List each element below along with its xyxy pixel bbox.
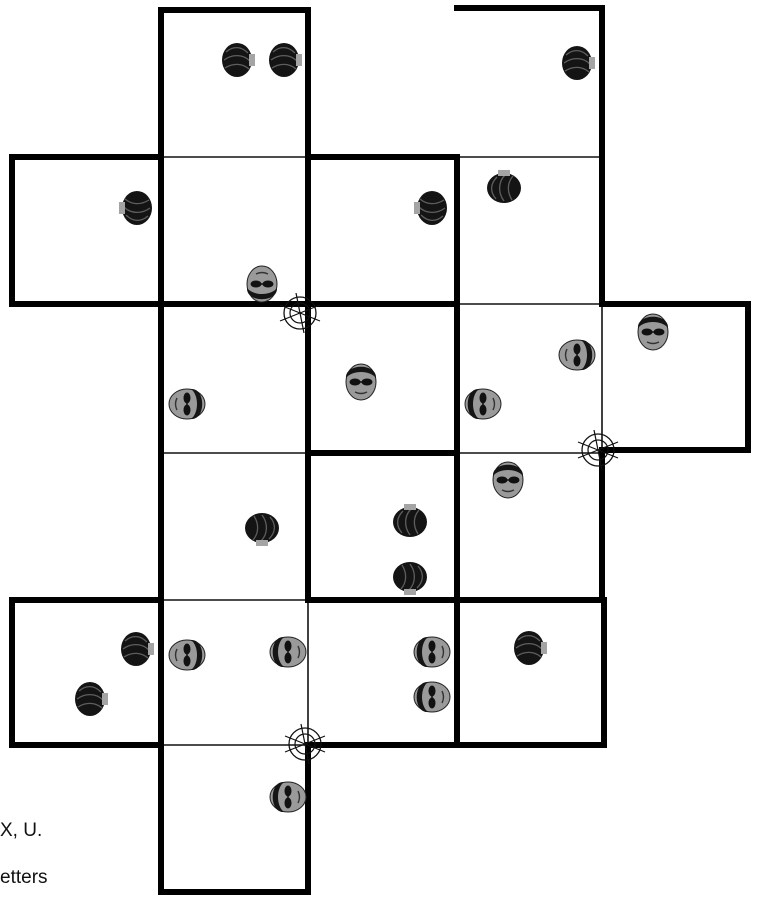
head-sunglasses-icon <box>270 782 306 812</box>
region-h-wall <box>12 600 161 745</box>
head-sunglasses-icon <box>493 462 523 498</box>
head-sunglasses-icon <box>169 640 205 670</box>
head-sunglasses-icon <box>247 266 277 302</box>
head-sunglasses-icon <box>414 637 450 667</box>
head-back-icon <box>119 191 152 225</box>
region-g-wall <box>308 453 457 600</box>
head-back-icon <box>393 504 427 537</box>
head-back-icon <box>245 513 279 546</box>
crosshair-target-icon <box>280 293 320 333</box>
head-back-icon <box>414 191 447 225</box>
head-back-icon <box>75 682 108 716</box>
caption-line-3: X, U. <box>0 820 42 842</box>
head-back-icon <box>393 562 427 595</box>
head-sunglasses-icon <box>638 314 668 350</box>
head-sunglasses-icon <box>559 340 595 370</box>
region-i-wall <box>457 600 604 745</box>
region-f-wall <box>308 304 457 453</box>
head-sunglasses-icon <box>270 637 306 667</box>
head-sunglasses-icon <box>465 389 501 419</box>
region-c-wall <box>12 157 161 304</box>
head-sunglasses-icon <box>414 682 450 712</box>
head-back-icon <box>222 43 255 77</box>
head-sunglasses-icon <box>169 389 205 419</box>
head-sunglasses-icon <box>346 364 376 400</box>
region-d-wall <box>308 157 457 304</box>
head-back-icon <box>487 170 521 203</box>
head-back-icon <box>562 46 595 80</box>
caption-line-4: etters <box>0 867 48 889</box>
head-back-icon <box>269 43 302 77</box>
head-back-icon <box>121 632 154 666</box>
head-back-icon <box>514 631 547 665</box>
region-walls <box>12 8 748 892</box>
